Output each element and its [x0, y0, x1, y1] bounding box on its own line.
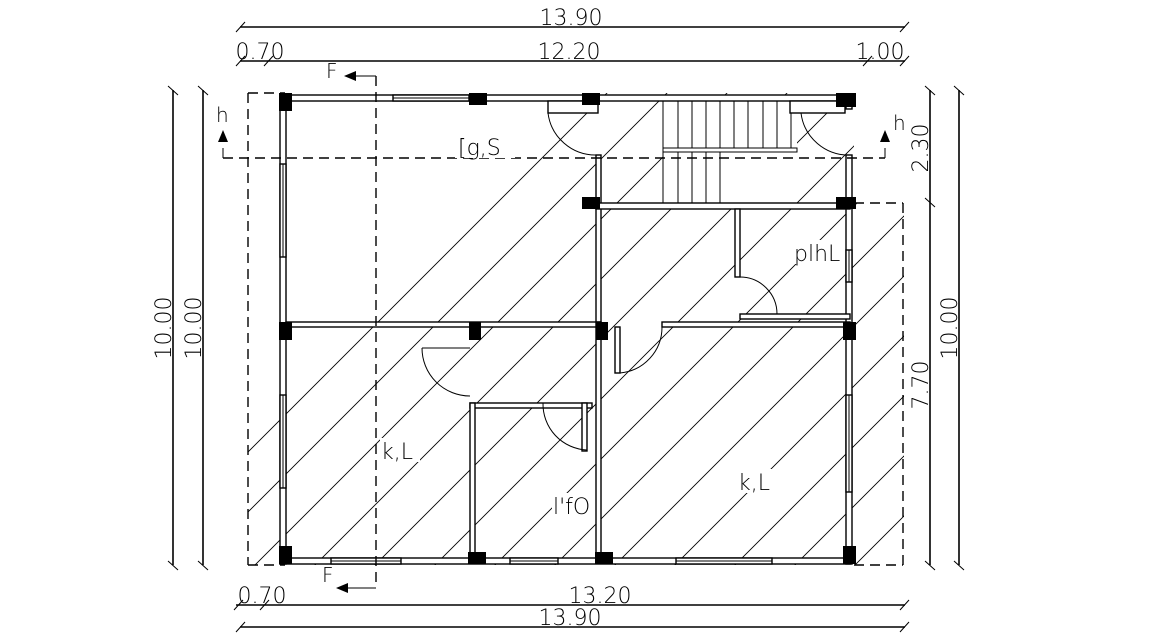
- section-marker-top: F: [326, 59, 338, 83]
- dim-right-top: 2.30: [909, 124, 934, 173]
- interior-walls: [285, 100, 851, 563]
- dim-bottom-overall: 13.90: [539, 606, 602, 631]
- room-label-bottom-left: k,L: [381, 440, 413, 465]
- dim-top-main: 12.20: [538, 40, 601, 65]
- dim-top-right: 1.00: [856, 40, 905, 65]
- dim-top-left: 0.70: [236, 40, 285, 65]
- dim-top-overall: 13.90: [540, 6, 603, 31]
- room-label-small-room: plhL: [794, 242, 840, 267]
- dim-right-overall: 10.00: [938, 297, 963, 360]
- columns: [279, 93, 856, 564]
- dim-bottom-main: 13.20: [569, 584, 632, 609]
- dim-left-outer: 10.00: [152, 297, 177, 360]
- section-line-horizontal: h h: [216, 103, 906, 159]
- room-label-bottom-middle: l'fO: [553, 495, 590, 520]
- room-labels: [g,S plhL k,L l'fO k,L: [380, 132, 842, 520]
- section-marker-left: h: [216, 103, 229, 127]
- dim-bottom-left: 0.70: [238, 584, 287, 609]
- windows: [279, 94, 853, 565]
- dimension-bottom: 0.70 13.20 13.90: [233, 584, 910, 633]
- section-marker-right: h: [893, 111, 906, 135]
- dim-left-inner: 10.00: [182, 297, 207, 360]
- room-label-bottom-right: k,L: [738, 471, 770, 496]
- section-marker-bottom: F: [322, 563, 334, 587]
- dimension-right: 2.30 7.70 10.00: [909, 85, 965, 571]
- section-line-vertical: F F: [322, 59, 377, 593]
- door-swings: [421, 112, 851, 451]
- room-label-top-hall: [g,S: [458, 136, 501, 161]
- dimension-left: 10.00 10.00: [152, 85, 209, 571]
- dimension-top: 13.90 0.70 12.20 1.00: [236, 6, 910, 67]
- dim-right-bottom: 7.70: [909, 361, 934, 410]
